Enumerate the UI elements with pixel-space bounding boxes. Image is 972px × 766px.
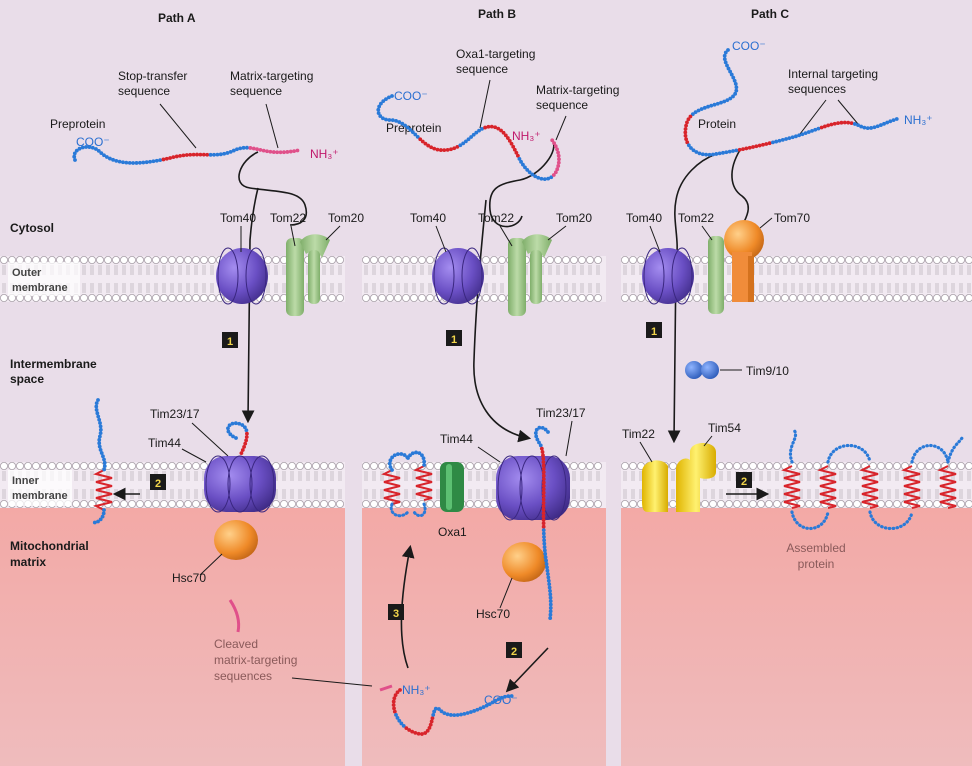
tim44-a-label: Tim44 — [148, 436, 181, 450]
translocating-chain-b — [533, 425, 553, 620]
tim9-10 — [685, 361, 719, 379]
inserted-chain-b-2 — [406, 450, 427, 467]
translocating-chain-a — [226, 421, 249, 456]
membranes — [0, 255, 972, 508]
hsc70-b — [502, 542, 546, 582]
path-b: Tom40 Tom22 Tom20 Oxa1 Tim44 Tim23/17 Hs… — [379, 47, 619, 707]
step-1-c: 1 — [646, 322, 662, 338]
nh3-b-bottom-label: NH₃⁺ — [402, 683, 431, 697]
tim23-b-label: Tim23/17 — [536, 406, 586, 420]
inserted-chain-a-top — [94, 398, 107, 472]
matrix-region-a — [0, 508, 345, 766]
inserted-chain-a-bottom — [92, 508, 106, 525]
tim9-10-label: Tim9/10 — [746, 364, 789, 378]
assembled-protein — [781, 428, 964, 530]
released-chain-b — [391, 688, 514, 736]
step-1-a: 1 — [222, 332, 238, 348]
tim22-tim54 — [642, 443, 716, 512]
region-cytosol-label: Cytosol — [10, 221, 54, 235]
tim44-b-label: Tim44 — [440, 432, 473, 446]
path-a: Tom40 Tom22 Tom20 Tim23/17 Tim44 Hsc70 — [50, 69, 373, 687]
step-2-a: 2 — [150, 474, 166, 490]
tom22-c — [708, 236, 724, 314]
svg-text:2: 2 — [741, 476, 747, 488]
tom22-b-label: Tom22 — [478, 211, 514, 225]
tom22-tom20-b — [508, 234, 552, 316]
coo-c-label: COO⁻ — [732, 39, 766, 53]
coo-b-label: COO⁻ — [394, 89, 428, 103]
tom40-a-label: Tom40 — [220, 211, 256, 225]
preprotein-chain-b — [376, 94, 561, 182]
hsc70-a-label: Hsc70 — [172, 571, 206, 585]
polypeptide-chains — [72, 48, 899, 736]
tom70-label: Tom70 — [774, 211, 810, 225]
path-c: Tom40 Tom22 Tom70 Tim9/10 Tim22 Tim54 1 — [622, 39, 964, 571]
tim23-a — [204, 455, 276, 513]
svg-text:3: 3 — [393, 608, 399, 620]
tom20-a-label: Tom20 — [328, 211, 364, 225]
path-c-title: Path C — [751, 7, 789, 21]
protein-chain-c — [683, 48, 899, 157]
tom70 — [724, 220, 764, 302]
nh3-a-label: NH₃⁺ — [310, 147, 339, 161]
nh3-c-label: NH₃⁺ — [904, 113, 933, 127]
step-1-b: 1 — [446, 330, 462, 346]
tom20-b-label: Tom20 — [556, 211, 592, 225]
svg-text:2: 2 — [511, 646, 517, 658]
matrix-region-b — [362, 508, 606, 766]
tom40-c-label: Tom40 — [626, 211, 662, 225]
inserted-helices-b — [381, 465, 433, 518]
svg-text:1: 1 — [227, 336, 233, 348]
step-3-b: 3 — [388, 604, 404, 620]
preprotein-a-label: Preprotein — [50, 117, 105, 131]
step-2-b: 2 — [506, 642, 522, 658]
path-b-title: Path B — [478, 7, 516, 21]
tim23-a-label: Tim23/17 — [150, 407, 200, 421]
protein-c-label: Protein — [698, 117, 736, 131]
svg-text:1: 1 — [651, 326, 657, 338]
inserted-helix-a — [93, 469, 113, 511]
svg-text:2: 2 — [155, 478, 161, 490]
step-2-c: 2 — [736, 472, 752, 488]
hsc70-b-label: Hsc70 — [476, 607, 510, 621]
tim22-label: Tim22 — [622, 427, 655, 441]
tim54-label: Tim54 — [708, 421, 741, 435]
tom40-b — [432, 247, 484, 305]
tom22-tom20-a — [286, 234, 330, 316]
tom22-c-label: Tom22 — [678, 211, 714, 225]
tom40-a — [216, 247, 268, 305]
hsc70-a — [214, 520, 258, 560]
path-a-title: Path A — [158, 11, 196, 25]
coo-a-label: COO⁻ — [76, 135, 110, 149]
matrix-region-c — [621, 508, 972, 766]
tom40-c — [642, 247, 694, 305]
oxa1 — [440, 462, 464, 512]
oxa1-label: Oxa1 — [438, 525, 467, 539]
tim23-b — [496, 455, 570, 521]
nh3-b-label: NH₃⁺ — [512, 129, 541, 143]
tom40-b-label: Tom40 — [410, 211, 446, 225]
svg-text:1: 1 — [451, 334, 457, 346]
tom22-a-label: Tom22 — [270, 211, 306, 225]
preprotein-b-label: Preprotein — [386, 121, 441, 135]
preprotein-chain-a — [72, 145, 300, 165]
